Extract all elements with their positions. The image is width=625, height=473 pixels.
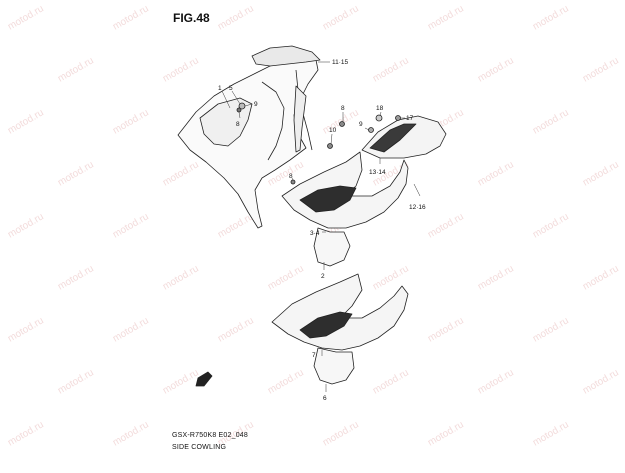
watermark-text: motod.ru bbox=[426, 211, 466, 240]
watermark-text: motod.ru bbox=[56, 263, 96, 292]
watermark-text: motod.ru bbox=[161, 159, 201, 188]
watermark-text: motod.ru bbox=[531, 211, 571, 240]
small-bracket-part bbox=[195, 371, 213, 387]
clip-part-8b bbox=[339, 121, 345, 127]
watermark-text: motod.ru bbox=[111, 3, 151, 32]
screw-part-17 bbox=[395, 115, 401, 121]
watermark-text: motod.ru bbox=[266, 367, 306, 396]
watermark-text: motod.ru bbox=[531, 315, 571, 344]
callout-6: 6 bbox=[323, 395, 327, 402]
watermark-text: motod.ru bbox=[216, 3, 256, 32]
watermark-text: motod.ru bbox=[56, 367, 96, 396]
watermark-text: motod.ru bbox=[321, 3, 361, 32]
callout-8b: 8 bbox=[341, 105, 345, 112]
watermark-text: motod.ru bbox=[531, 3, 571, 32]
figure-title: FIG.48 bbox=[173, 11, 210, 25]
lower-cowling-decal bbox=[299, 311, 353, 339]
watermark-text: motod.ru bbox=[111, 315, 151, 344]
watermark-text: motod.ru bbox=[216, 315, 256, 344]
watermark-text: motod.ru bbox=[581, 55, 621, 84]
watermark-text: motod.ru bbox=[426, 315, 466, 344]
clip-part-8c bbox=[290, 179, 296, 185]
watermark-text: motod.ru bbox=[6, 107, 46, 136]
watermark-text: motod.ru bbox=[216, 211, 256, 240]
watermark-text: motod.ru bbox=[56, 159, 96, 188]
watermark-text: motod.ru bbox=[426, 419, 466, 448]
watermark-text: motod.ru bbox=[531, 107, 571, 136]
watermark-text: motod.ru bbox=[6, 419, 46, 448]
callout-8c: 8 bbox=[289, 173, 293, 180]
callout-12-16: 12·16 bbox=[409, 204, 426, 211]
watermark-text: motod.ru bbox=[476, 263, 516, 292]
bolt-part-8a bbox=[236, 107, 242, 113]
bolt-part-9b bbox=[368, 127, 374, 133]
callout-8a: 8 bbox=[236, 121, 240, 128]
watermark-text: motod.ru bbox=[111, 107, 151, 136]
figure-code: GSX-R750K8 E02_048 bbox=[172, 432, 248, 439]
watermark-text: motod.ru bbox=[266, 263, 306, 292]
tank-side-panel-part bbox=[361, 115, 447, 159]
upper-cowling-top-panel bbox=[251, 45, 321, 67]
watermark-text: motod.ru bbox=[426, 3, 466, 32]
watermark-text: motod.ru bbox=[161, 55, 201, 84]
callout-11-15: 11·15 bbox=[332, 59, 349, 66]
watermark-text: motod.ru bbox=[111, 419, 151, 448]
watermark-text: motod.ru bbox=[476, 159, 516, 188]
watermark-text: motod.ru bbox=[371, 367, 411, 396]
clip-part-10 bbox=[327, 143, 333, 149]
callout-9: 9 bbox=[254, 101, 258, 108]
watermark-text: motod.ru bbox=[371, 263, 411, 292]
side-brace-part bbox=[293, 85, 307, 153]
watermark-text: motod.ru bbox=[476, 367, 516, 396]
watermark-text: motod.ru bbox=[161, 263, 201, 292]
tank-side-panel-stripe bbox=[369, 123, 417, 153]
callout-7: 7 bbox=[312, 352, 316, 359]
callout-2: 2 bbox=[321, 273, 325, 280]
watermark-text: motod.ru bbox=[161, 367, 201, 396]
part-drawings bbox=[177, 45, 447, 392]
callout-1: 1 bbox=[218, 85, 222, 92]
watermark-text: motod.ru bbox=[476, 55, 516, 84]
watermark-text: motod.ru bbox=[581, 367, 621, 396]
middle-cowling-lower bbox=[313, 227, 351, 267]
lower-cowling-bottom bbox=[313, 347, 355, 385]
watermark-text: motod.ru bbox=[371, 55, 411, 84]
watermark-text: motod.ru bbox=[111, 211, 151, 240]
callout-3-4: 3·4 bbox=[310, 230, 320, 237]
callout-17: 17 bbox=[406, 115, 414, 122]
middle-cowling-decal bbox=[299, 185, 357, 213]
leader-lines bbox=[221, 61, 421, 392]
callout-13-14: 13·14 bbox=[369, 169, 386, 176]
callout-18: 18 bbox=[376, 105, 384, 112]
watermark-text: motod.ru bbox=[531, 419, 571, 448]
watermark-text: motod.ru bbox=[581, 263, 621, 292]
watermark-text: motod.ru bbox=[6, 315, 46, 344]
watermark-text: motod.ru bbox=[581, 159, 621, 188]
upper-cowling-rib bbox=[261, 81, 285, 161]
watermark-text: motod.ru bbox=[321, 419, 361, 448]
figure-name: SIDE COWLING bbox=[172, 444, 227, 451]
callout-labels: 1 5 9 8 11·15 8 10 18 9 17 13·14 8 12·16… bbox=[218, 59, 426, 402]
callout-9b: 9 bbox=[359, 121, 363, 128]
callout-10: 10 bbox=[329, 127, 337, 134]
watermark-text: motod.ru bbox=[6, 211, 46, 240]
washer-part-18 bbox=[375, 114, 383, 122]
watermark-text: motod.ru bbox=[56, 55, 96, 84]
callout-5: 5 bbox=[229, 85, 233, 92]
watermark-text: motod.ru bbox=[6, 3, 46, 32]
